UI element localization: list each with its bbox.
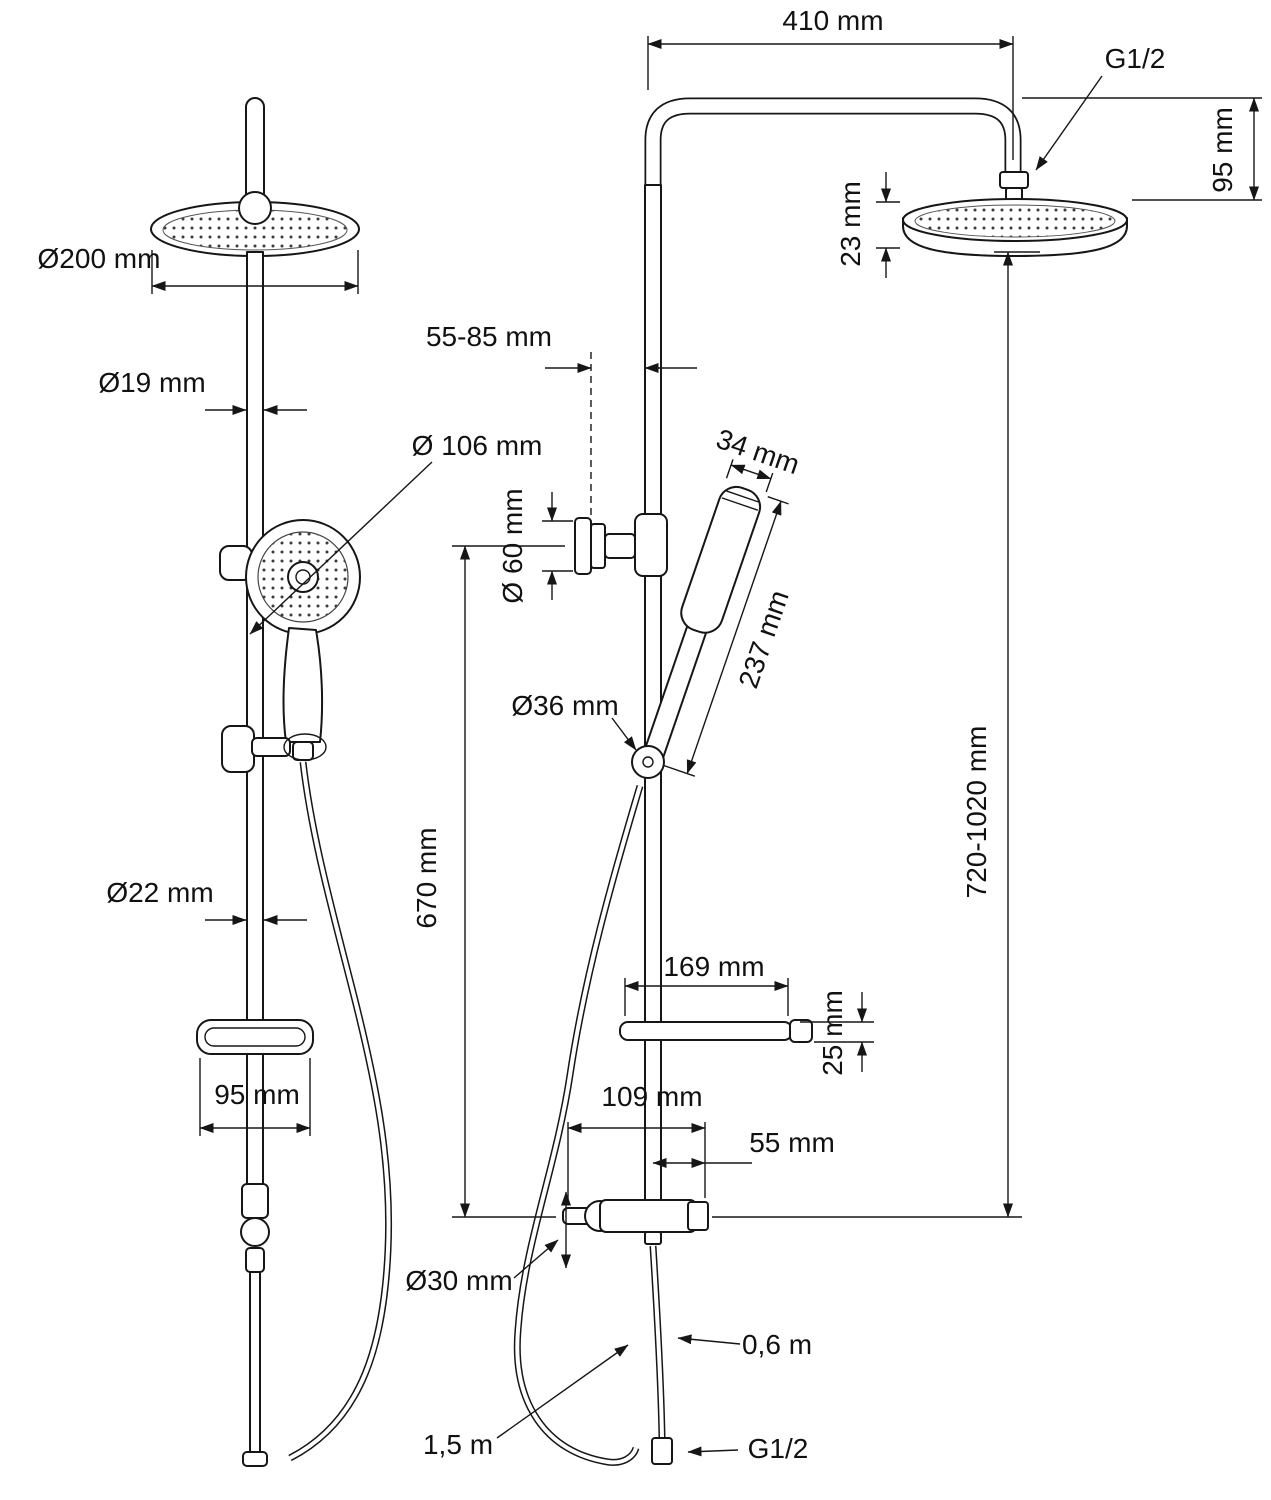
dim-106-label: Ø 106 mm (412, 430, 543, 461)
diverter-right-nut (687, 1201, 709, 1231)
dim-720-1020-label: 720-1020 mm (961, 726, 992, 899)
left-hand-shower-handle (282, 627, 324, 743)
label-hose-long: 1,5 m (423, 1344, 629, 1460)
dim-95-shelf-label: 95 mm (214, 1079, 300, 1110)
right-long-hose (513, 785, 644, 1466)
left-rain-head-hub (238, 191, 272, 225)
label-g12-bottom: G1/2 (687, 1433, 809, 1464)
dim-670-label: 670 mm (411, 827, 442, 928)
dim-25-label: 25 mm (817, 990, 848, 1076)
label-hose-short: 0,6 m (677, 1329, 812, 1360)
dim-410: 410 mm (647, 5, 1014, 160)
right-hand-shower-head (680, 485, 762, 634)
label-g12-top: G1/2 (1035, 43, 1166, 171)
right-hose-end-connector (651, 1437, 673, 1465)
right-rain-head-spray-face (914, 204, 1116, 238)
g12-top-label: G1/2 (1105, 43, 1166, 74)
dim-670: 670 mm (411, 545, 565, 1218)
dim-34-label: 34 mm (712, 423, 803, 480)
dim-22: Ø22 mm (106, 877, 307, 925)
left-lower-nut (245, 1247, 265, 1273)
left-slider-holder (221, 725, 255, 773)
right-top-arm (644, 97, 1022, 190)
right-bracket-arm (604, 533, 636, 559)
dim-36: Ø36 mm (511, 690, 637, 751)
right-wall-flange (590, 523, 606, 569)
dim-55-85: 55-85 mm (426, 321, 697, 373)
dim-169: 169 mm (624, 951, 789, 1016)
left-hand-shower-center (287, 561, 319, 593)
dim-22-label: Ø22 mm (106, 877, 213, 908)
hose-short-label: 0,6 m (742, 1329, 812, 1360)
dim-23: 23 mm (835, 172, 900, 278)
right-hand-shower: 34 mm 237 mm (639, 423, 803, 777)
left-holder-ring (283, 733, 327, 761)
right-head-connector (999, 171, 1029, 189)
dim-720-1020: 720-1020 mm (712, 251, 1040, 1218)
dim-36-label: Ø36 mm (511, 690, 618, 721)
diverter-outlet (644, 1231, 662, 1245)
left-holder-arm (251, 737, 291, 757)
left-soap-dish (196, 1019, 314, 1055)
dim-34: 34 mm (712, 423, 803, 493)
right-holder-knob (631, 745, 665, 779)
dim-55-label: 55 mm (749, 1127, 835, 1158)
right-pipe-clamp (634, 513, 668, 577)
dim-23-label: 23 mm (835, 181, 866, 267)
right-soap-dish (619, 1021, 793, 1041)
left-soap-dish-inner (204, 1027, 306, 1047)
dim-200: Ø200 mm (38, 243, 359, 294)
dim-25: 25 mm (800, 990, 874, 1076)
dim-30: Ø30 mm (405, 1191, 571, 1296)
dim-106: Ø 106 mm (249, 430, 543, 635)
right-wall-plate (574, 517, 592, 575)
left-view (150, 97, 393, 1467)
left-end-fitting (242, 1451, 268, 1467)
dim-19-label: Ø19 mm (98, 367, 205, 398)
right-soap-dish-cap (789, 1019, 813, 1043)
left-lower-pipe (249, 1271, 261, 1455)
diverter-body (599, 1199, 697, 1233)
dim-55-85-label: 55-85 mm (426, 321, 552, 352)
dim-169-label: 169 mm (663, 951, 764, 982)
dim-95-height-label: 95 mm (1207, 107, 1238, 193)
g12-bottom-label: G1/2 (748, 1433, 809, 1464)
dim-30-label: Ø30 mm (405, 1265, 512, 1296)
dim-95-shelf: 95 mm (199, 1058, 311, 1136)
dim-95-height: 95 mm (1022, 97, 1262, 201)
left-lower-connector (241, 1183, 269, 1219)
dim-19: Ø19 mm (98, 367, 307, 415)
dimensions: 410 mm G1/2 95 mm 23 mm Ø200 mm (38, 5, 1262, 1464)
dim-410-label: 410 mm (782, 5, 883, 36)
dim-200-label: Ø200 mm (38, 243, 161, 274)
right-column-pipe (644, 184, 662, 1221)
left-hand-shower-hose-nut (292, 741, 314, 761)
dim-55: 55 mm (652, 1127, 835, 1168)
hose-long-label: 1,5 m (423, 1429, 493, 1460)
right-view: 34 mm 237 mm (513, 97, 1128, 1466)
left-ball-joint (240, 1217, 270, 1247)
dim-237-label: 237 mm (733, 586, 795, 692)
dim-109: 109 mm (567, 1081, 706, 1200)
dim-109-label: 109 mm (601, 1081, 702, 1112)
